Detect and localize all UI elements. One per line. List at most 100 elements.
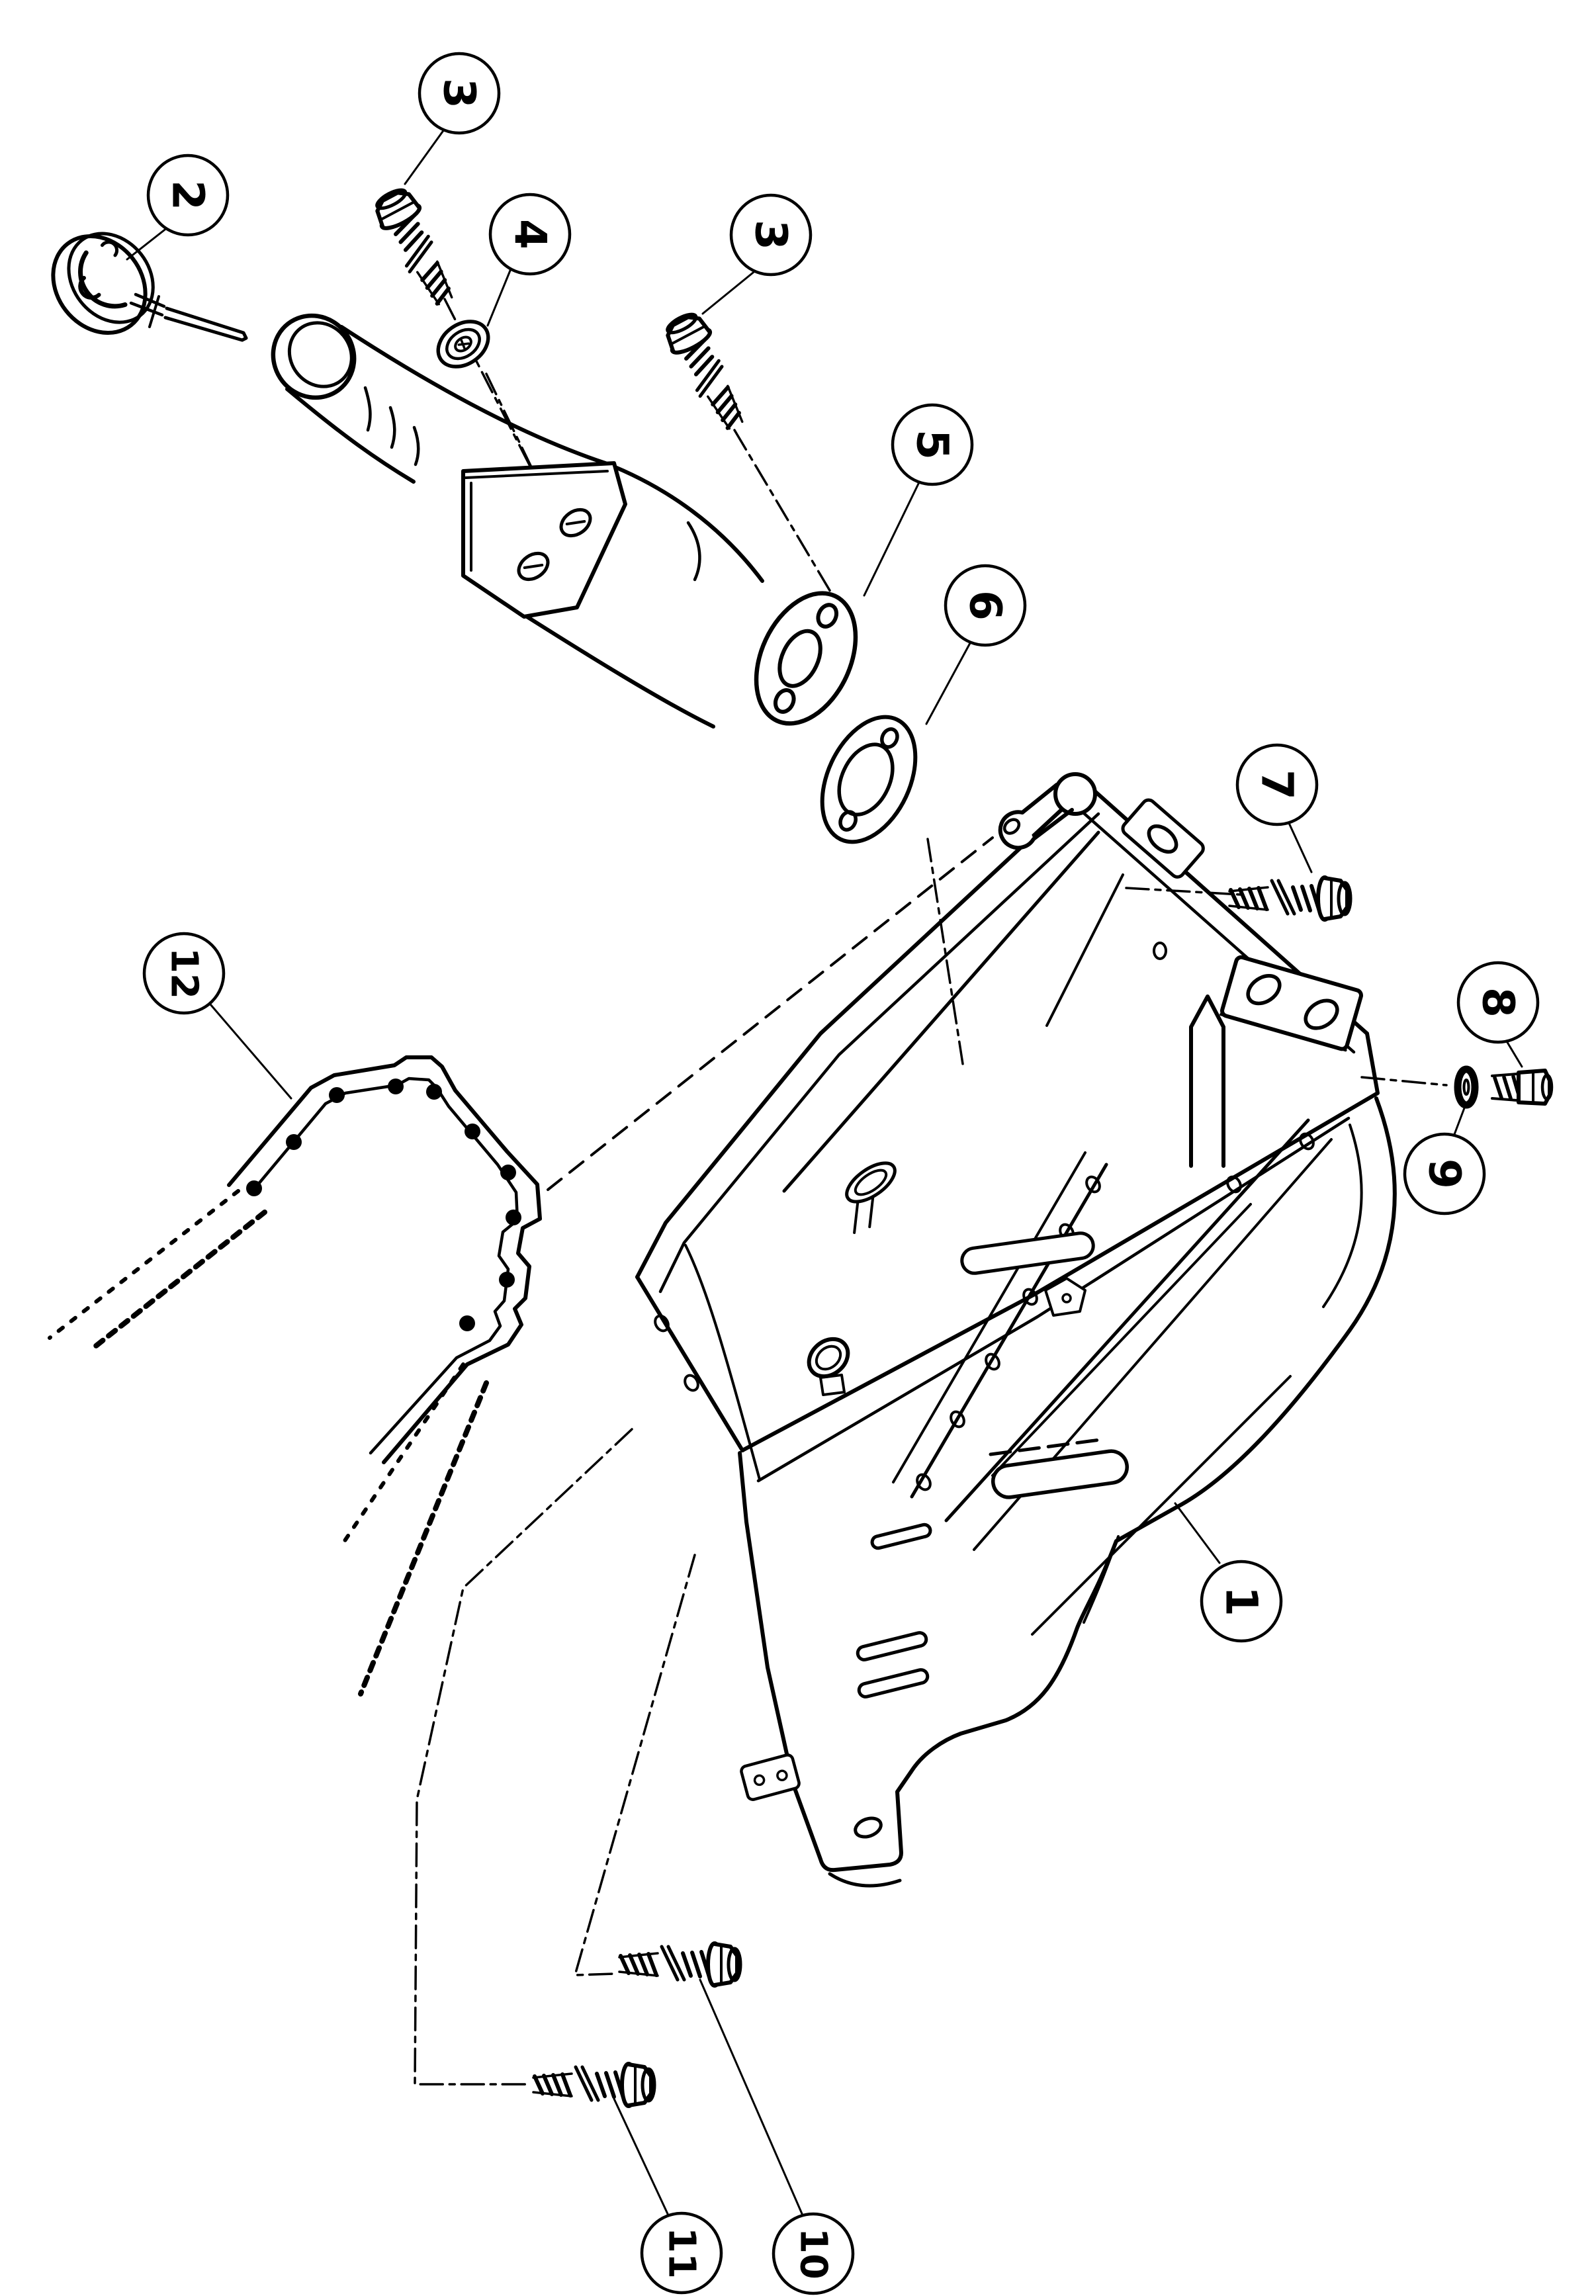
centerline-bolt3b-to-flange: [733, 429, 840, 607]
pan-near-rim-inner: [756, 1116, 1351, 1483]
callout-6-leader: [925, 642, 971, 725]
pan-shallow-floor-edge: [684, 1244, 761, 1481]
part-oil-pan: [635, 772, 1397, 1888]
callout-3[interactable]: 3: [418, 52, 501, 135]
pan-ear-hole: [1002, 818, 1021, 835]
bracket-hole-glint: [523, 564, 544, 569]
pan-small-hole: [1153, 942, 1167, 960]
pan-skirt-outline: [738, 1096, 1397, 1873]
nut-center-mark: [457, 339, 470, 349]
callout-4[interactable]: 4: [488, 193, 572, 276]
pan-corner-knob: [1053, 772, 1097, 816]
pan-flange-hole: [1022, 1288, 1038, 1306]
pan-inner-wall-line: [782, 830, 1100, 1193]
callout-4-label: 4: [505, 219, 556, 249]
callout-3-label: 3: [746, 220, 797, 250]
pickup-flange-inner: [854, 1169, 888, 1196]
gasket12-bolt-holes: [246, 1079, 521, 1331]
pan-flange-holes: [654, 1132, 1315, 1491]
tube-mouth-outer: [271, 313, 357, 400]
callout-7[interactable]: 7: [1235, 743, 1319, 826]
pan-foot-lip: [828, 1872, 902, 1888]
part-filler-tube-5: [271, 313, 858, 729]
callout-8-label: 8: [1473, 987, 1524, 1018]
part-gasket-12: [48, 1055, 542, 1697]
callout-12[interactable]: 12: [142, 932, 226, 1015]
tube-neck-ring: [388, 406, 396, 449]
callout-5-label: 5: [907, 429, 958, 460]
callout-1-label: 1: [1216, 1586, 1267, 1616]
gasket12-leg-dashes: [358, 1380, 489, 1697]
flange-plate: [754, 591, 858, 726]
pan-top-pad: [1121, 798, 1205, 879]
flange-bolt-hole: [773, 688, 796, 714]
callout-10-leader: [699, 1978, 804, 2217]
pan-open-end-edge: [635, 1275, 744, 1452]
gasket12-leg-dashes: [90, 1210, 267, 1351]
callout-3[interactable]: 3: [729, 193, 813, 277]
gasket12-leg-hatching: [48, 1189, 489, 1697]
pan-flange-rail: [910, 1163, 1108, 1499]
tube-upper-edge: [339, 325, 607, 465]
pan-foot-tab-plate: [740, 1753, 801, 1801]
pan-pickup-flange: [845, 1161, 897, 1235]
tube-elbow-upper: [603, 461, 764, 583]
callout-5-leader: [863, 481, 920, 597]
pan-drain-hole: [807, 1337, 850, 1379]
callout-3-leader: [404, 128, 445, 185]
pan-pin: [870, 1523, 932, 1550]
centerline-pan-to-bolt10: [574, 1554, 696, 1976]
callout-11-leader: [613, 2097, 670, 2217]
pan-baffle-bar: [991, 1449, 1129, 1499]
tube-mouth-inner: [287, 321, 353, 388]
centerline-gasket12-to-pan: [547, 836, 994, 1191]
tube-neck-ring: [412, 425, 420, 466]
dipstick-grip-arc: [78, 250, 128, 309]
pan-rail-bar: [960, 1231, 1095, 1275]
dipstick-cap-detail: [100, 240, 119, 257]
gasket6-bolt-hole: [838, 810, 858, 832]
part-bolt-10: [619, 1943, 740, 1986]
gasket12-hole: [465, 1124, 480, 1139]
pan-corner-pad-edge: [1219, 1013, 1347, 1052]
pan-flange-hole: [654, 1314, 670, 1333]
pan-pin: [857, 1668, 930, 1699]
dipstick-blade: [163, 306, 248, 342]
washer-bore: [1462, 1079, 1470, 1096]
pan-pad-hole-ring: [1246, 974, 1282, 1006]
callout-8[interactable]: 8: [1456, 961, 1540, 1044]
gasket12-hole: [459, 1315, 475, 1331]
callout-6-label: 6: [960, 590, 1011, 621]
pan-clip-tab: [1044, 1277, 1086, 1317]
part-bolt-11: [533, 2064, 654, 2106]
callout-2[interactable]: 2: [146, 154, 230, 237]
callout-6[interactable]: 6: [944, 564, 1027, 647]
dipstick-cap-rim: [67, 232, 155, 324]
callout-11[interactable]: 11: [640, 2211, 723, 2295]
pan-skirt-crease: [1083, 1535, 1120, 1624]
pan-flange-hole: [1085, 1175, 1101, 1194]
gasket12-hole: [499, 1272, 515, 1288]
callout-12-label: 12: [163, 948, 206, 999]
tube-flange: [754, 591, 858, 726]
callout-10[interactable]: 10: [772, 2212, 855, 2295]
washer-ring: [1454, 1065, 1479, 1109]
gasket12-hole: [426, 1084, 442, 1100]
bracket-edge-line: [465, 470, 609, 479]
dipstick-rod: [129, 292, 166, 317]
bracket-hole: [559, 508, 592, 538]
callout-12-circle: [142, 932, 226, 1015]
callout-5[interactable]: 5: [891, 403, 974, 486]
callout-3-circle: [418, 52, 501, 135]
rail-bar-body: [960, 1231, 1095, 1275]
callout-1[interactable]: 1: [1200, 1560, 1283, 1643]
pan-flange-rail: [892, 1151, 1086, 1483]
pan-pad-hole: [1246, 974, 1282, 1006]
callout-1-leader: [1174, 1502, 1221, 1564]
callout-9[interactable]: 9: [1403, 1132, 1486, 1215]
dipstick-rod-break: [148, 295, 160, 328]
callout-9-label: 9: [1419, 1159, 1470, 1189]
gasket6-outline: [820, 715, 918, 844]
